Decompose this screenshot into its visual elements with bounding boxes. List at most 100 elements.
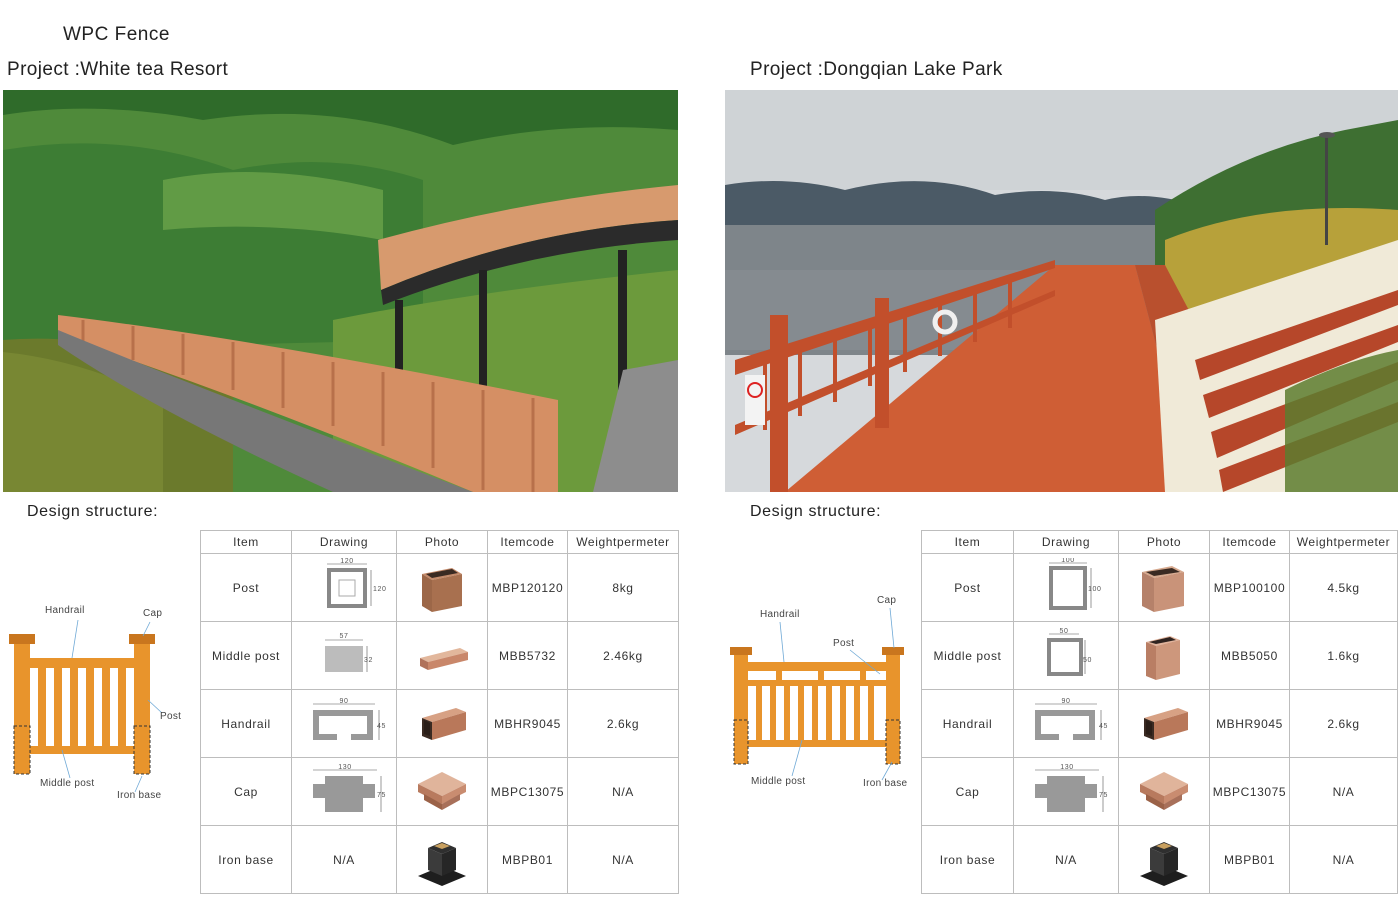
- project-title-left: Project :White tea Resort: [7, 59, 229, 80]
- photo-handrail: [1118, 689, 1210, 758]
- itemcode: MBB5050: [1209, 621, 1290, 690]
- photo-cap: [1118, 757, 1210, 826]
- drawing-post: 100 100: [1013, 553, 1119, 622]
- weight: 2.6kg: [567, 689, 679, 758]
- item-name: Post: [200, 553, 292, 622]
- itemcode: MBP120120: [487, 553, 568, 622]
- diagram-label-post: Post: [833, 638, 855, 649]
- dim-width: 90: [1062, 698, 1071, 705]
- itemcode: MBPC13075: [487, 757, 568, 826]
- itemcode: MBHR9045: [487, 689, 568, 758]
- dim-height: 45: [377, 723, 386, 730]
- drawing-middle-post: 57 32: [291, 621, 397, 690]
- photo-iron-base: [1118, 825, 1210, 894]
- weight: N/A: [1289, 757, 1398, 826]
- weight: 1.6kg: [1289, 621, 1398, 690]
- table-row: Cap 130 75 MBPC13075 N/A: [200, 757, 679, 826]
- table-row: Handrail 90 45 MBHR9045 2.6kg: [921, 689, 1398, 758]
- fence-diagram-left: Handrail Cap Post Middle post Iron base: [0, 600, 200, 810]
- header-drawing: Drawing: [1013, 530, 1119, 554]
- dim-width: 120: [340, 558, 353, 565]
- header-photo: Photo: [1118, 530, 1210, 554]
- fence-diagram-right: Handrail Cap Post Middle post Iron base: [722, 590, 922, 810]
- itemcode: MBPB01: [1209, 825, 1290, 894]
- dim-width: 130: [1060, 764, 1073, 771]
- table-header-row: Item Drawing Photo Itemcode Weightpermet…: [200, 530, 679, 554]
- dim-height: 45: [1099, 723, 1108, 730]
- weight: N/A: [567, 757, 679, 826]
- photo-handrail: [396, 689, 488, 758]
- weight: 2.46kg: [567, 621, 679, 690]
- item-name: Iron base: [921, 825, 1014, 894]
- dim-height: 50: [1083, 657, 1092, 664]
- diagram-label-iron-base: Iron base: [117, 790, 162, 801]
- item-name: Middle post: [200, 621, 292, 690]
- weight: 8kg: [567, 553, 679, 622]
- design-structure-title-right: Design structure:: [750, 503, 882, 520]
- drawing-middle-post: 50 50: [1013, 621, 1119, 690]
- header-item: Item: [921, 530, 1014, 554]
- header-itemcode: Itemcode: [487, 530, 568, 554]
- itemcode: MBHR9045: [1209, 689, 1290, 758]
- header-item: Item: [200, 530, 292, 554]
- item-name: Handrail: [200, 689, 292, 758]
- itemcode: MBP100100: [1209, 553, 1290, 622]
- itemcode: MBPB01: [487, 825, 568, 894]
- table-row: Iron base N/A MBPB01 N/A: [200, 825, 679, 894]
- drawing-post: 120 120: [291, 553, 397, 622]
- table-row: Post 120 120 MBP120120 8kg: [200, 553, 679, 622]
- project-photo-dongqian-lake-park: [725, 90, 1398, 492]
- drawing-cap: 130 75: [291, 757, 397, 826]
- diagram-label-handrail: Handrail: [760, 609, 800, 620]
- dim-width: 50: [1060, 628, 1069, 635]
- diagram-label-iron-base: Iron base: [863, 778, 908, 789]
- header-drawing: Drawing: [291, 530, 397, 554]
- dim-width: 90: [340, 698, 349, 705]
- design-structure-title-left: Design structure:: [27, 503, 159, 520]
- diagram-label-middle-post: Middle post: [751, 776, 806, 787]
- table-header-row: Item Drawing Photo Itemcode Weightpermet…: [921, 530, 1398, 554]
- drawing-iron-base: N/A: [1013, 825, 1119, 894]
- header-weight: Weightpermeter: [567, 530, 679, 554]
- dim-width: 57: [340, 633, 349, 640]
- drawing-cap: 130 75: [1013, 757, 1119, 826]
- weight: 4.5kg: [1289, 553, 1398, 622]
- spec-table-left: Item Drawing Photo Itemcode Weightpermet…: [200, 530, 679, 894]
- itemcode: MBPC13075: [1209, 757, 1290, 826]
- dim-width: 130: [338, 764, 351, 771]
- table-row: Cap 130 75 MBPC13075 N/A: [921, 757, 1398, 826]
- dim-height: 32: [364, 657, 373, 664]
- photo-cap: [396, 757, 488, 826]
- diagram-label-post: Post: [160, 711, 182, 722]
- photo-middle-post: [396, 621, 488, 690]
- header-photo: Photo: [396, 530, 488, 554]
- item-name: Handrail: [921, 689, 1014, 758]
- item-name: Cap: [921, 757, 1014, 826]
- diagram-label-handrail: Handrail: [45, 605, 85, 616]
- spec-table-right: Item Drawing Photo Itemcode Weightpermet…: [921, 530, 1398, 894]
- dim-height: 120: [373, 586, 386, 593]
- dim-width: 100: [1061, 558, 1074, 564]
- item-name: Post: [921, 553, 1014, 622]
- diagram-label-cap: Cap: [877, 595, 897, 606]
- photo-middle-post: [1118, 621, 1210, 690]
- drawing-handrail: 90 45: [1013, 689, 1119, 758]
- header-itemcode: Itemcode: [1209, 530, 1290, 554]
- header-weight: Weightpermeter: [1289, 530, 1398, 554]
- table-row: Post 100 100 MBP100100 4.5kg: [921, 553, 1398, 622]
- item-name: Middle post: [921, 621, 1014, 690]
- itemcode: MBB5732: [487, 621, 568, 690]
- table-row: Handrail 90 45 MBHR9045 2.6kg: [200, 689, 679, 758]
- dim-height: 75: [377, 792, 386, 799]
- dim-height: 75: [1099, 792, 1108, 799]
- drawing-handrail: 90 45: [291, 689, 397, 758]
- weight: N/A: [1289, 825, 1398, 894]
- project-photo-white-tea-resort: [3, 90, 678, 492]
- table-row: Middle post 57 32 MBB5732 2.46kg: [200, 621, 679, 690]
- diagram-label-middle-post: Middle post: [40, 778, 95, 789]
- table-row: Iron base N/A MBPB01 N/A: [921, 825, 1398, 894]
- project-title-right: Project :Dongqian Lake Park: [750, 59, 1003, 80]
- photo-iron-base: [396, 825, 488, 894]
- weight: 2.6kg: [1289, 689, 1398, 758]
- photo-post: [396, 553, 488, 622]
